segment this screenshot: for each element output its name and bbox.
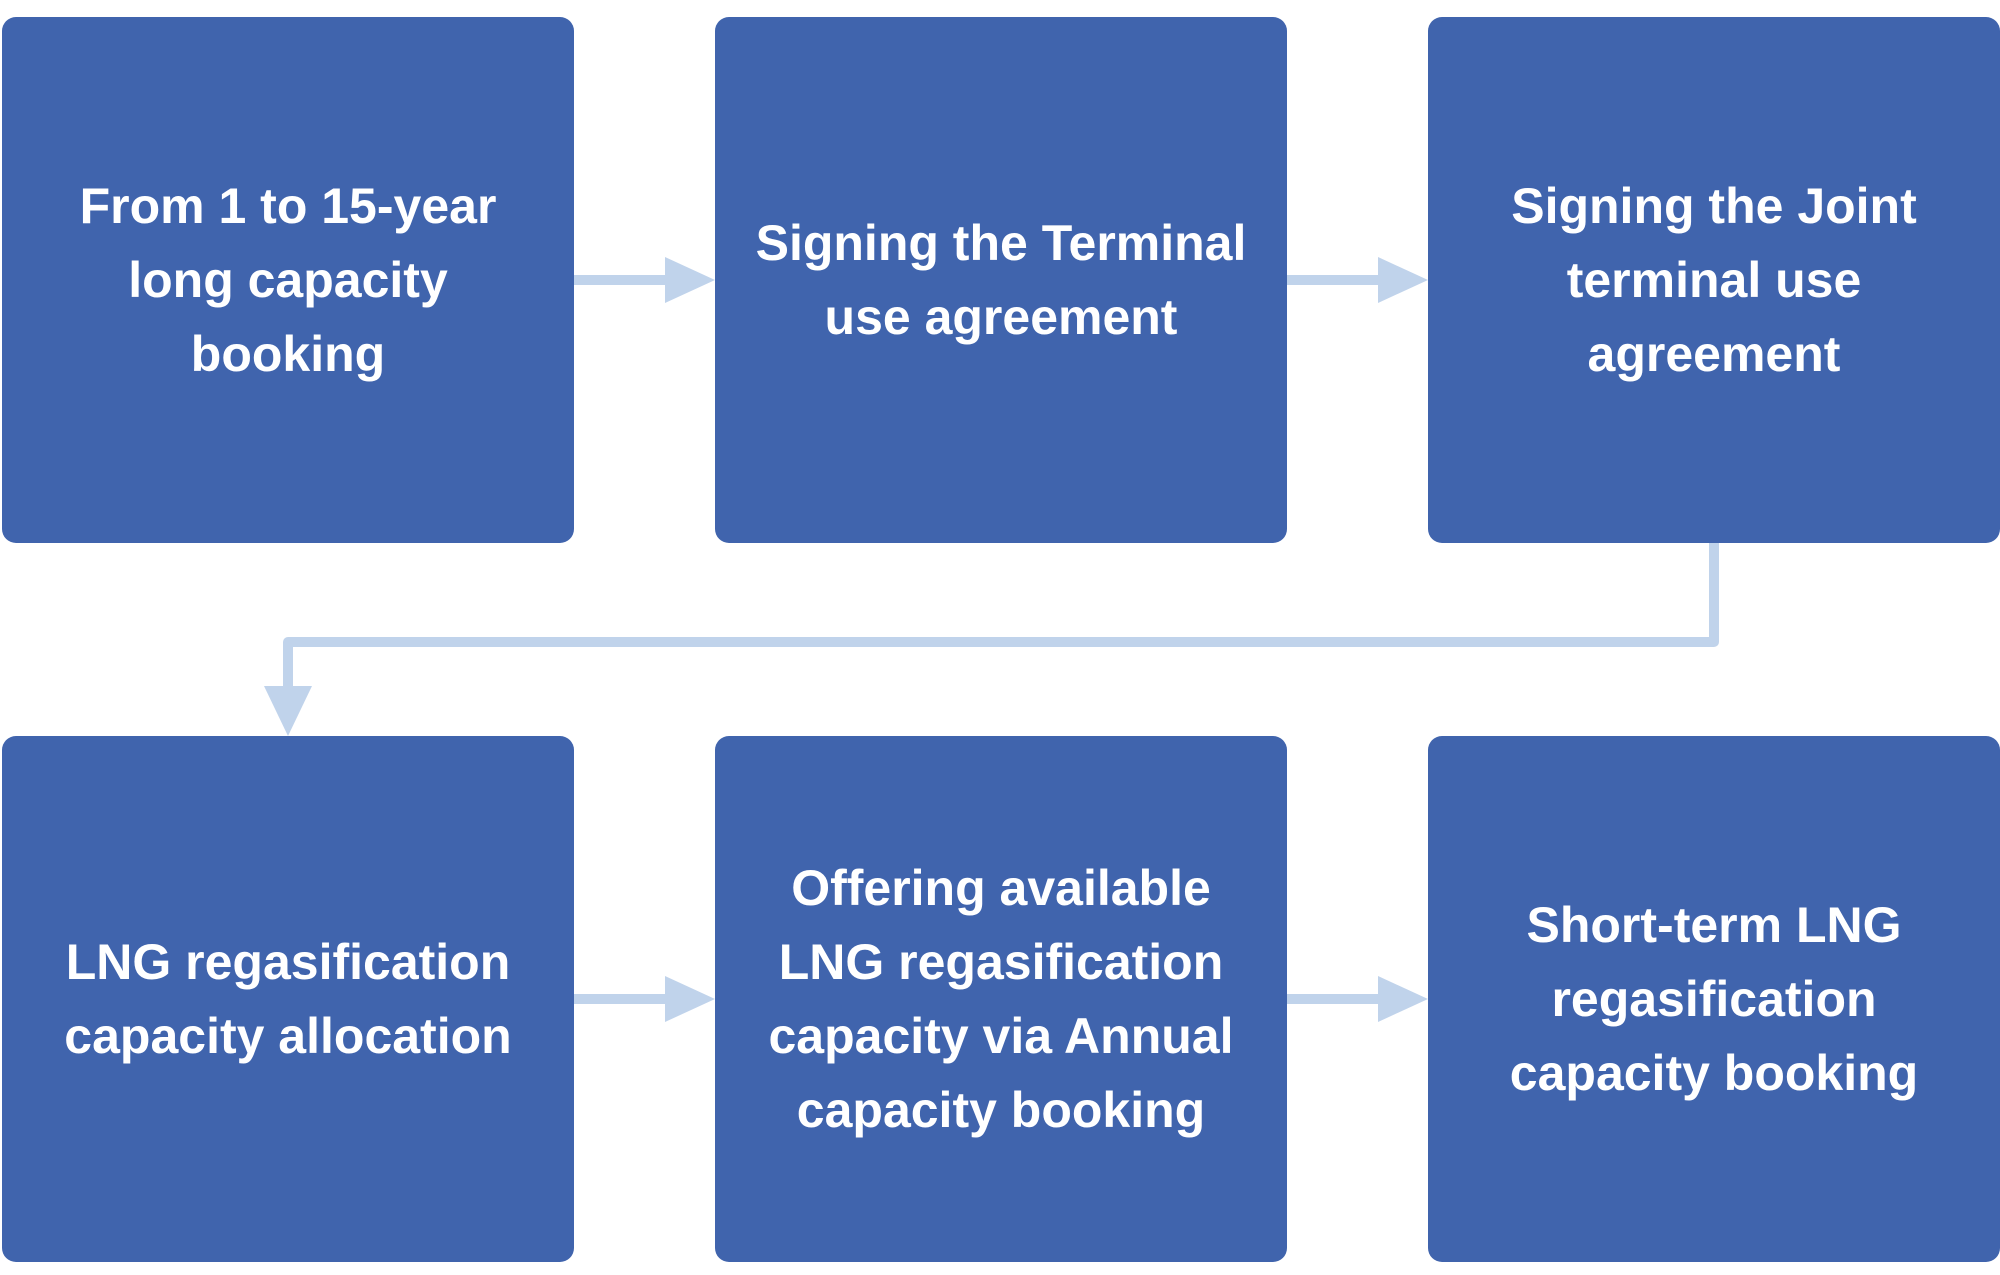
step-4-label: LNG regasification capacity allocation [64, 934, 512, 1064]
step-1-box: From 1 to 15-year long capacity booking [2, 17, 574, 543]
arrowhead-1-to-2-icon [665, 257, 715, 303]
step-1-label: From 1 to 15-year long capacity booking [79, 178, 497, 382]
step-4-box: LNG regasification capacity allocation [2, 736, 574, 1262]
step-6-label: Short-term LNG regasification capacity b… [1509, 897, 1919, 1101]
step-5-box: Offering available LNG regasification ca… [715, 736, 1287, 1262]
step-2-box: Signing the Terminal use agreement [715, 17, 1287, 543]
step-3-label: Signing the Joint terminal use agreement [1511, 178, 1917, 382]
step-2-label: Signing the Terminal use agreement [755, 215, 1247, 345]
arrowhead-3-to-4-icon [264, 686, 312, 736]
step-6-box: Short-term LNG regasification capacity b… [1428, 736, 2000, 1262]
arrowhead-2-to-3-icon [1378, 257, 1428, 303]
step-3-box: Signing the Joint terminal use agreement [1428, 17, 2000, 543]
arrowhead-4-to-5-icon [665, 976, 715, 1022]
connector-3-to-4-line [283, 538, 1719, 693]
arrowhead-5-to-6-icon [1378, 976, 1428, 1022]
step-5-label: Offering available LNG regasification ca… [768, 860, 1234, 1138]
